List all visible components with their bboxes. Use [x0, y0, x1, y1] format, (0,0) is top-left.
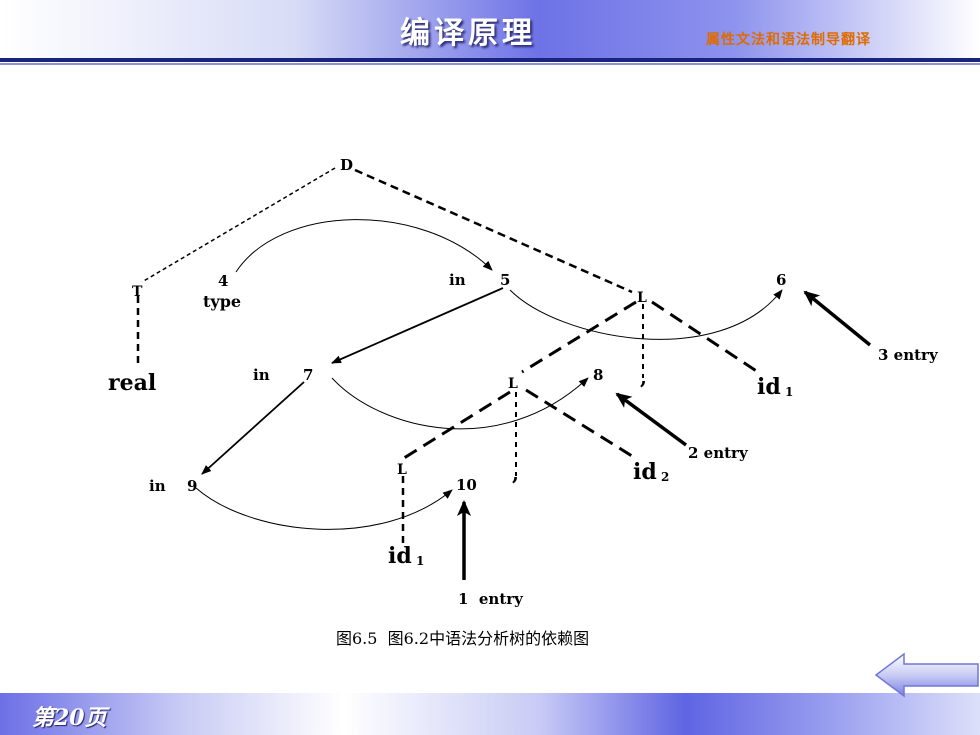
entry-arrow-2: [615, 392, 688, 447]
parse-tree-edges: [136, 167, 759, 544]
node-id1-a: id: [757, 374, 781, 400]
in-label-9: in: [149, 477, 166, 495]
entry-arrow-3: [803, 290, 872, 347]
line-7-to-9: [201, 381, 305, 475]
node-id2-sub: 2: [661, 470, 669, 484]
node-d: D: [340, 156, 353, 174]
in-label-7: in: [253, 366, 270, 384]
page-number: 第20页: [32, 705, 107, 731]
node-l-top: L: [637, 290, 647, 306]
edge-lmid-id2: [525, 388, 633, 458]
num-5: 5: [500, 271, 510, 289]
edge-d-l: [354, 168, 633, 294]
comma-1: ,: [640, 365, 647, 389]
entry-label-3: 3 entry: [878, 346, 939, 364]
edge-d-t: [141, 167, 336, 283]
comma-2: ,: [512, 461, 519, 485]
node-type: type: [203, 292, 241, 311]
footer-bar: [0, 693, 980, 735]
edge-l-lmid: [521, 300, 637, 374]
back-arrow-icon: [874, 652, 979, 698]
num-6: 6: [776, 271, 786, 289]
num-8: 8: [593, 366, 603, 384]
header-divider: [0, 58, 980, 62]
arc-4-to-5: [235, 219, 493, 273]
edge-l-id1: [651, 300, 759, 374]
node-id2: id: [633, 459, 657, 485]
num-10: 10: [456, 476, 477, 494]
num-7: 7: [303, 366, 313, 384]
arc-5-to-6: [509, 289, 783, 340]
num-9: 9: [187, 477, 197, 495]
entry-label-2: 2 entry: [688, 444, 749, 462]
header-divider-thin: [0, 63, 980, 65]
arc-9-to-10: [195, 487, 453, 530]
entry-arrows: [457, 290, 872, 580]
dependency-lines: [201, 287, 504, 475]
num-4: 4: [218, 272, 228, 290]
chapter-subtitle: 属性文法和语法制导翻译: [706, 32, 871, 48]
node-t: T: [132, 284, 143, 300]
node-id1-b-sub: 1: [416, 554, 424, 568]
node-real: real: [108, 370, 156, 396]
back-arrow-button[interactable]: [874, 652, 980, 698]
header-bar: [0, 0, 980, 58]
node-id1-a-sub: 1: [785, 385, 793, 399]
in-label-5: in: [449, 271, 466, 289]
node-l-mid: L: [508, 376, 518, 392]
node-l-low: L: [397, 462, 407, 478]
arc-7-to-8: [331, 377, 589, 430]
entry-label-1: 1 entry: [458, 590, 524, 608]
dependency-arcs: [195, 219, 783, 530]
course-title: 编译原理: [400, 16, 536, 51]
node-id1-b: id: [388, 543, 412, 569]
line-5-to-7: [331, 287, 504, 364]
figure-caption: 图6.5 图6.2中语法分析树的依赖图: [336, 629, 589, 648]
